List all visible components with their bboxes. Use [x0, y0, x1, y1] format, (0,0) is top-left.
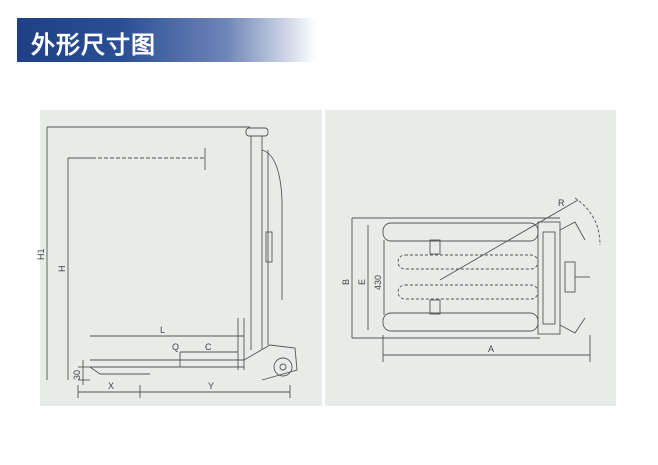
label-l: L — [160, 325, 165, 335]
label-y: Y — [208, 381, 214, 391]
label-c: C — [205, 342, 212, 352]
side-view-panel — [40, 110, 322, 406]
label-r: R — [558, 198, 565, 208]
section-title: 外形尺寸图 — [31, 31, 156, 59]
label-q: Q — [172, 342, 179, 352]
label-e: E — [357, 279, 367, 285]
label-b: B — [341, 279, 351, 285]
section-header: 外形尺寸图 — [17, 18, 317, 62]
label-h: H — [57, 266, 67, 273]
label-a: A — [488, 344, 494, 354]
label-30: 30 — [72, 370, 82, 380]
label-430: 430 — [373, 275, 383, 290]
side-view-drawing — [46, 126, 298, 398]
top-view-panel — [325, 110, 616, 406]
label-h1: H1 — [36, 248, 46, 260]
label-x: X — [108, 381, 114, 391]
top-view-drawing — [351, 197, 601, 362]
